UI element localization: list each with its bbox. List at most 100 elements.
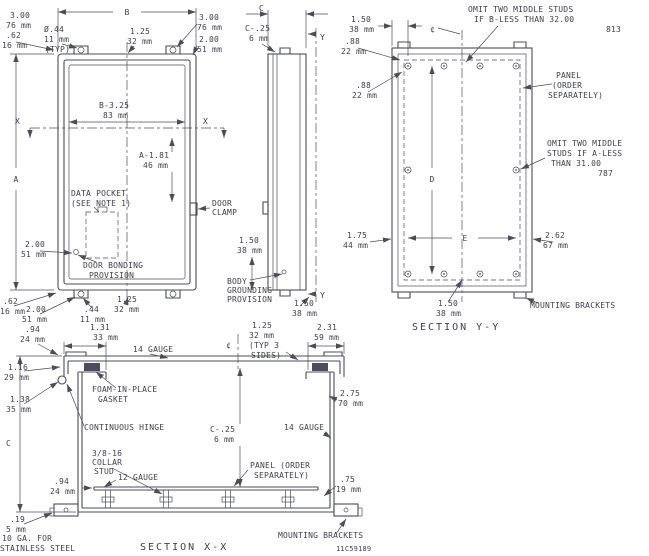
mounting-bracket (397, 292, 411, 299)
bonding-stud (73, 249, 79, 255)
xx-collar-1: 3/8-16 (92, 449, 122, 458)
door-clamp (189, 202, 198, 216)
xx-left-138-mm: 35 mm (6, 405, 31, 414)
yy-omit-b-mm: 813 (606, 25, 621, 34)
front-top-left-3-mm: 76 mm (6, 21, 31, 30)
xx-c25-mm: 6 mm (214, 435, 234, 444)
yy-left-88-mm: 22 mm (352, 91, 377, 100)
front-hole-typ: (TYP) (45, 45, 70, 54)
xx-top-94-in: .94 (25, 325, 40, 334)
xx-typ125-l3: (TYP 3 (249, 341, 279, 350)
yy-omit-a-1: OMIT TWO MIDDLE (547, 139, 622, 148)
front-door-clamp-1: DOOR (212, 199, 232, 208)
side-grounding-3: PROVISION (227, 295, 272, 304)
xx-gauge14-right: 14 GAUGE (284, 423, 324, 432)
front-top-right-3-mm: 76 mm (197, 23, 222, 32)
front-top-right-2-mm: 51 mm (197, 45, 222, 54)
side-c25-in: C-.25 (245, 24, 270, 33)
yy-left-175-in: 1.75 (347, 231, 367, 240)
grounding-stud (281, 269, 287, 275)
side-bot-150-in: 1.50 (294, 299, 314, 308)
drawing-number: 11C59189 (336, 545, 371, 553)
material-note-2: STAINLESS STEEL (0, 544, 75, 553)
xx-gasket-2: GASKET (98, 395, 128, 404)
xx-top-94-mm: 24 mm (20, 335, 45, 344)
front-bot-44-mm: 11 mm (80, 315, 105, 324)
front-top-125-in: 1.25 (130, 27, 150, 36)
yy-panel-1: PANEL (556, 71, 581, 80)
mounting-bracket (165, 290, 181, 299)
side-dim-c: C (259, 4, 264, 13)
section-xx-labels: .94 24 mm 1.31 33 mm 14 GAUGE ¢ 1.25 32 … (0, 321, 371, 553)
mounting-bracket (397, 41, 411, 48)
mounting-bracket (279, 290, 291, 297)
material-note-1: 10 GA. FOR (2, 534, 52, 543)
xx-right-275-in: 2.75 (340, 389, 360, 398)
side-view-dimensions (246, 10, 328, 307)
xx-typ125-mm: 32 mm (249, 331, 274, 340)
mounting-bracket (73, 45, 89, 54)
xx-c25-in: C-.25 (210, 425, 235, 434)
front-top-right-3-in: 3.00 (199, 13, 219, 22)
panel-studs (404, 62, 520, 278)
xx-mounting-brackets: MOUNTING BRACKETS (278, 531, 363, 540)
front-bot-2-mm: 51 mm (22, 315, 47, 324)
section-xx-title: SECTION X-X (140, 542, 228, 553)
front-a181-mm: 46 mm (143, 161, 168, 170)
front-clamp-150-in: 1.50 (239, 236, 259, 245)
xx-top-131-mm: 33 mm (93, 333, 118, 342)
front-top-125-mm: 32 mm (127, 37, 152, 46)
front-x-left: X (15, 117, 20, 126)
front-top-right-2-in: 2.00 (199, 35, 219, 44)
yy-left-175-mm: 44 mm (343, 241, 368, 250)
side-view-labels: C C-.25 6 mm Y Y BODY GROUNDING PROVISIO… (227, 4, 325, 318)
front-door-clamp-2: CLAMP (212, 208, 237, 217)
front-bot-125-in: 1.25 (117, 295, 137, 304)
xx-collar-2: COLLAR (92, 458, 122, 467)
xx-top-231-in: 2.31 (317, 323, 337, 332)
yy-omit-b-2: IF B-LESS THAN 32.00 (474, 15, 574, 24)
gasket (84, 363, 100, 371)
xx-dim-c: C (6, 439, 11, 448)
data-pocket (85, 211, 119, 259)
yy-centerline-symbol: ¢ (430, 25, 435, 34)
mounting-bracket (513, 41, 527, 48)
mounting-bracket (279, 47, 291, 54)
yy-right-262-mm: 67 mm (543, 241, 568, 250)
xx-gauge12: 12 GAUGE (118, 473, 158, 482)
xx-left-19-in: .19 (10, 515, 25, 524)
mounting-bracket (513, 292, 527, 299)
collar-studs (101, 489, 295, 509)
mounting-bracket (73, 290, 89, 299)
xx-top-131-in: 1.31 (90, 323, 110, 332)
front-view-labels: 3.00 76 mm B .62 16 mm Ø.44 11 mm (TYP) … (0, 8, 262, 324)
yy-top-88-mm: 22 mm (341, 47, 366, 56)
xx-typ125-in: 1.25 (252, 321, 272, 330)
yy-bot-150-mm: 38 mm (436, 309, 461, 318)
xx-top-231-mm: 59 mm (314, 333, 339, 342)
side-c25-mm: 6 mm (249, 34, 269, 43)
yy-omit-b-1: OMIT TWO MIDDLE STUDS (468, 5, 573, 14)
yy-dim-e: E (462, 234, 467, 243)
side-view-outline (262, 47, 307, 297)
front-mid-left-2-in: 2.00 (25, 240, 45, 249)
gasket (312, 363, 328, 371)
yy-panel-3: SEPARATELY) (548, 91, 603, 100)
xx-left-116-in: 1.16 (8, 363, 28, 372)
front-hole-dia: Ø.44 (44, 24, 64, 34)
front-b325-mm: 83 mm (103, 111, 128, 120)
section-yy-title: SECTION Y-Y (412, 322, 500, 333)
side-y-bot: Y (320, 291, 325, 300)
xx-panel-1: PANEL (ORDER (250, 461, 310, 470)
front-dim-b: B (124, 8, 129, 17)
front-bot-44-in: .44 (84, 305, 99, 314)
front-left-62-mm: 16 mm (2, 41, 27, 50)
front-data-pocket-1: DATA POCKET (71, 189, 126, 198)
xx-right-75-in: .75 (340, 475, 355, 484)
front-top-left-3-in: 3.00 (10, 11, 30, 20)
yy-bot-150-in: 1.50 (438, 299, 458, 308)
front-mid-left-2-mm: 51 mm (21, 250, 46, 259)
front-a181-in: A-1.81 (139, 151, 169, 160)
